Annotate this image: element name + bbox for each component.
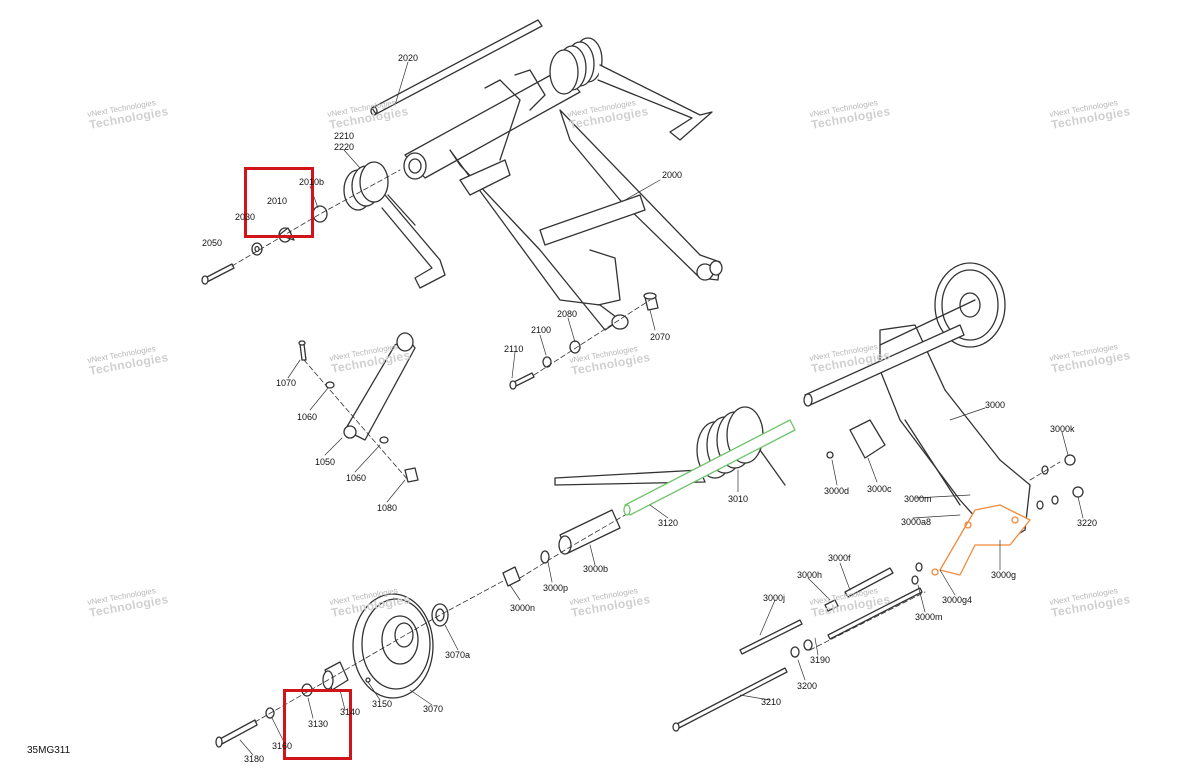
- part-label-3000a8[interactable]: 3000a8: [901, 517, 932, 527]
- bushing-3000n: [502, 566, 521, 587]
- sleeve-3000b: [540, 509, 621, 564]
- arm-frame-2000: [403, 69, 723, 331]
- part-label-2110[interactable]: 2110: [504, 344, 524, 354]
- part-label-3130[interactable]: 3130: [308, 719, 329, 729]
- part-label-3140[interactable]: 3140: [340, 707, 361, 717]
- highlight-box-3130[interactable]: [283, 689, 352, 760]
- shaft-3120: [623, 419, 796, 516]
- plate-3000g: [931, 504, 1031, 576]
- part-label-3000b[interactable]: 3000b: [583, 564, 609, 574]
- part-label-3150[interactable]: 3150: [372, 699, 393, 709]
- highlight-box-2010[interactable]: [244, 167, 314, 238]
- part-label-3070a[interactable]: 3070a: [445, 650, 471, 660]
- axle-tube-3000: [803, 324, 965, 407]
- spring-2220: [343, 161, 446, 289]
- assembly-lines-mid-left: [303, 359, 409, 481]
- rod-2020: [370, 19, 543, 116]
- washer-2030: [251, 242, 263, 256]
- arm-1050: [343, 332, 416, 441]
- washers-1060: [325, 381, 389, 444]
- part-label-1050[interactable]: 1050: [315, 457, 336, 467]
- part-label-3010[interactable]: 3010: [728, 494, 749, 504]
- part-label-3000j[interactable]: 3000j: [763, 593, 786, 603]
- assembly-lines-bottom: [254, 579, 506, 723]
- diagram-code: 35MG311: [27, 745, 71, 756]
- part-label-3000h[interactable]: 3000h: [797, 570, 823, 580]
- bolt-1070: [298, 340, 307, 361]
- part-label-2070[interactable]: 2070: [650, 332, 671, 342]
- part-label-3000p[interactable]: 3000p: [543, 583, 569, 593]
- part-label-3210[interactable]: 3210: [761, 697, 782, 707]
- rod-3210: [672, 639, 813, 732]
- part-label-3120[interactable]: 3120: [658, 518, 679, 528]
- part-label-3000m[interactable]: 3000m: [904, 494, 932, 504]
- part-label-3180[interactable]: 3180: [244, 754, 265, 764]
- part-label-3000f[interactable]: 3000f: [828, 553, 851, 563]
- part-label-2080[interactable]: 2080: [557, 309, 578, 319]
- hardware-3130-3160-3180: [215, 677, 371, 748]
- part-label-3000g[interactable]: 3000g: [991, 570, 1017, 580]
- assembly-lines-top: [231, 169, 651, 376]
- frame-3000: [879, 299, 1031, 546]
- part-label-2010[interactable]: 2010: [267, 196, 288, 206]
- part-label-1060[interactable]: 1060: [297, 412, 318, 422]
- part-label-3000d[interactable]: 3000d: [824, 486, 850, 496]
- part-label-2020[interactable]: 2020: [398, 53, 419, 63]
- bracket-3000c: [826, 419, 886, 459]
- part-label-3000m[interactable]: 3000m: [915, 612, 943, 622]
- part-label-2100[interactable]: 2100: [531, 325, 552, 335]
- bushing-3140: [322, 661, 349, 691]
- part-label-2050[interactable]: 2050: [202, 238, 223, 248]
- part-label-3200[interactable]: 3200: [797, 681, 818, 691]
- nut-1080: [404, 467, 419, 483]
- rods-3000f-3000h: [739, 562, 923, 655]
- hardware-3000k-3220: [1036, 454, 1084, 510]
- part-label-3000n[interactable]: 3000n: [510, 603, 536, 613]
- part-label-2010b[interactable]: 2010b: [299, 177, 325, 187]
- part-label-2210[interactable]: 2210: [334, 131, 355, 141]
- part-label-3190[interactable]: 3190: [810, 655, 831, 665]
- assembly-lines-right: [519, 461, 1061, 651]
- fastener-stack-2070: [509, 292, 659, 390]
- part-label-3160[interactable]: 3160: [272, 741, 293, 751]
- part-label-3000g4[interactable]: 3000g4: [942, 595, 973, 605]
- wheel-top-right: [934, 262, 1006, 348]
- part-label-3070[interactable]: 3070: [423, 704, 444, 714]
- part-label-1080[interactable]: 1080: [377, 503, 398, 513]
- part-label-2000[interactable]: 2000: [662, 170, 683, 180]
- part-label-1070[interactable]: 1070: [276, 378, 297, 388]
- part-label-2030[interactable]: 2030: [235, 212, 256, 222]
- bolt-2050: [201, 263, 235, 285]
- wheel-3070: [352, 593, 434, 699]
- part-label-3000[interactable]: 3000: [985, 400, 1006, 410]
- part-label-2220[interactable]: 2220: [334, 142, 355, 152]
- part-label-3220[interactable]: 3220: [1077, 518, 1098, 528]
- spring-upper-right: [549, 37, 713, 141]
- part-label-3000k[interactable]: 3000k: [1050, 424, 1075, 434]
- bearing-3070a: [431, 603, 449, 627]
- part-label-1060[interactable]: 1060: [346, 473, 367, 483]
- part-label-3000c[interactable]: 3000c: [867, 484, 892, 494]
